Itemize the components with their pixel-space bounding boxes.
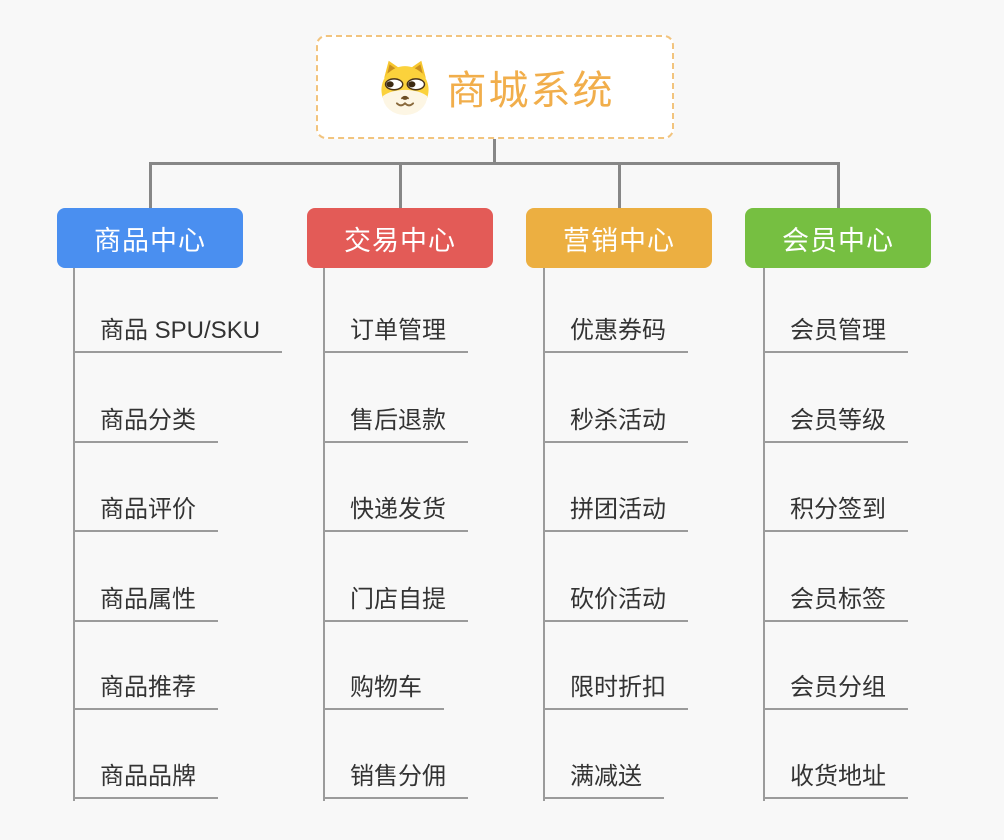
leaf-topic[interactable]: 销售分佣 [323, 759, 468, 799]
leaf-topic[interactable]: 满减送 [543, 759, 664, 799]
leaf-topic[interactable]: 积分签到 [763, 492, 908, 532]
branch-node-marketing[interactable]: 营销中心 [526, 208, 712, 268]
leaf-topic[interactable]: 优惠券码 [543, 313, 688, 353]
leaf-topic[interactable]: 会员管理 [763, 313, 908, 353]
leaf-topic[interactable]: 订单管理 [323, 313, 468, 353]
trunk-line [543, 268, 545, 801]
branch-node-product[interactable]: 商品中心 [57, 208, 243, 268]
branch-node-member[interactable]: 会员中心 [745, 208, 931, 268]
leaf-topic[interactable]: 限时折扣 [543, 670, 688, 710]
bus-connector-line [149, 162, 840, 165]
trunk-line [763, 268, 765, 801]
leaf-topic[interactable]: 会员等级 [763, 403, 908, 443]
root-topic-title: 商城系统 [446, 69, 615, 113]
leaf-topic[interactable]: 商品分类 [73, 403, 218, 443]
leaf-topic[interactable]: 购物车 [323, 670, 444, 710]
leaf-topic[interactable]: 快递发货 [323, 492, 468, 532]
leaf-topic[interactable]: 拼团活动 [543, 492, 688, 532]
leaf-topic[interactable]: 商品属性 [73, 582, 218, 622]
leaf-topic[interactable]: 商品推荐 [73, 670, 218, 710]
branch-node-trade[interactable]: 交易中心 [307, 208, 493, 268]
leaf-topic[interactable]: 砍价活动 [543, 582, 688, 622]
leaf-topic[interactable]: 秒杀活动 [543, 403, 688, 443]
leaf-topic[interactable]: 会员分组 [763, 670, 908, 710]
leaf-topic[interactable]: 收货地址 [763, 759, 908, 799]
branch-drop-line-3 [618, 162, 621, 208]
root-connector-line [493, 139, 496, 164]
branch-drop-line-2 [399, 162, 402, 208]
branch-drop-line-4 [837, 162, 840, 208]
trunk-line [323, 268, 325, 801]
leaf-topic[interactable]: 商品评价 [73, 492, 218, 532]
leaf-topic[interactable]: 门店自提 [323, 582, 468, 622]
leaf-topic[interactable]: 商品品牌 [73, 759, 218, 799]
dog-face-icon [380, 60, 429, 116]
leaf-topic[interactable]: 售后退款 [323, 403, 468, 443]
root-topic-node[interactable]: 商城系统 [316, 35, 674, 139]
trunk-line [73, 268, 75, 801]
leaf-topic[interactable]: 会员标签 [763, 582, 908, 622]
leaf-topic[interactable]: 商品 SPU/SKU [73, 313, 283, 353]
branch-drop-line-1 [149, 162, 152, 208]
